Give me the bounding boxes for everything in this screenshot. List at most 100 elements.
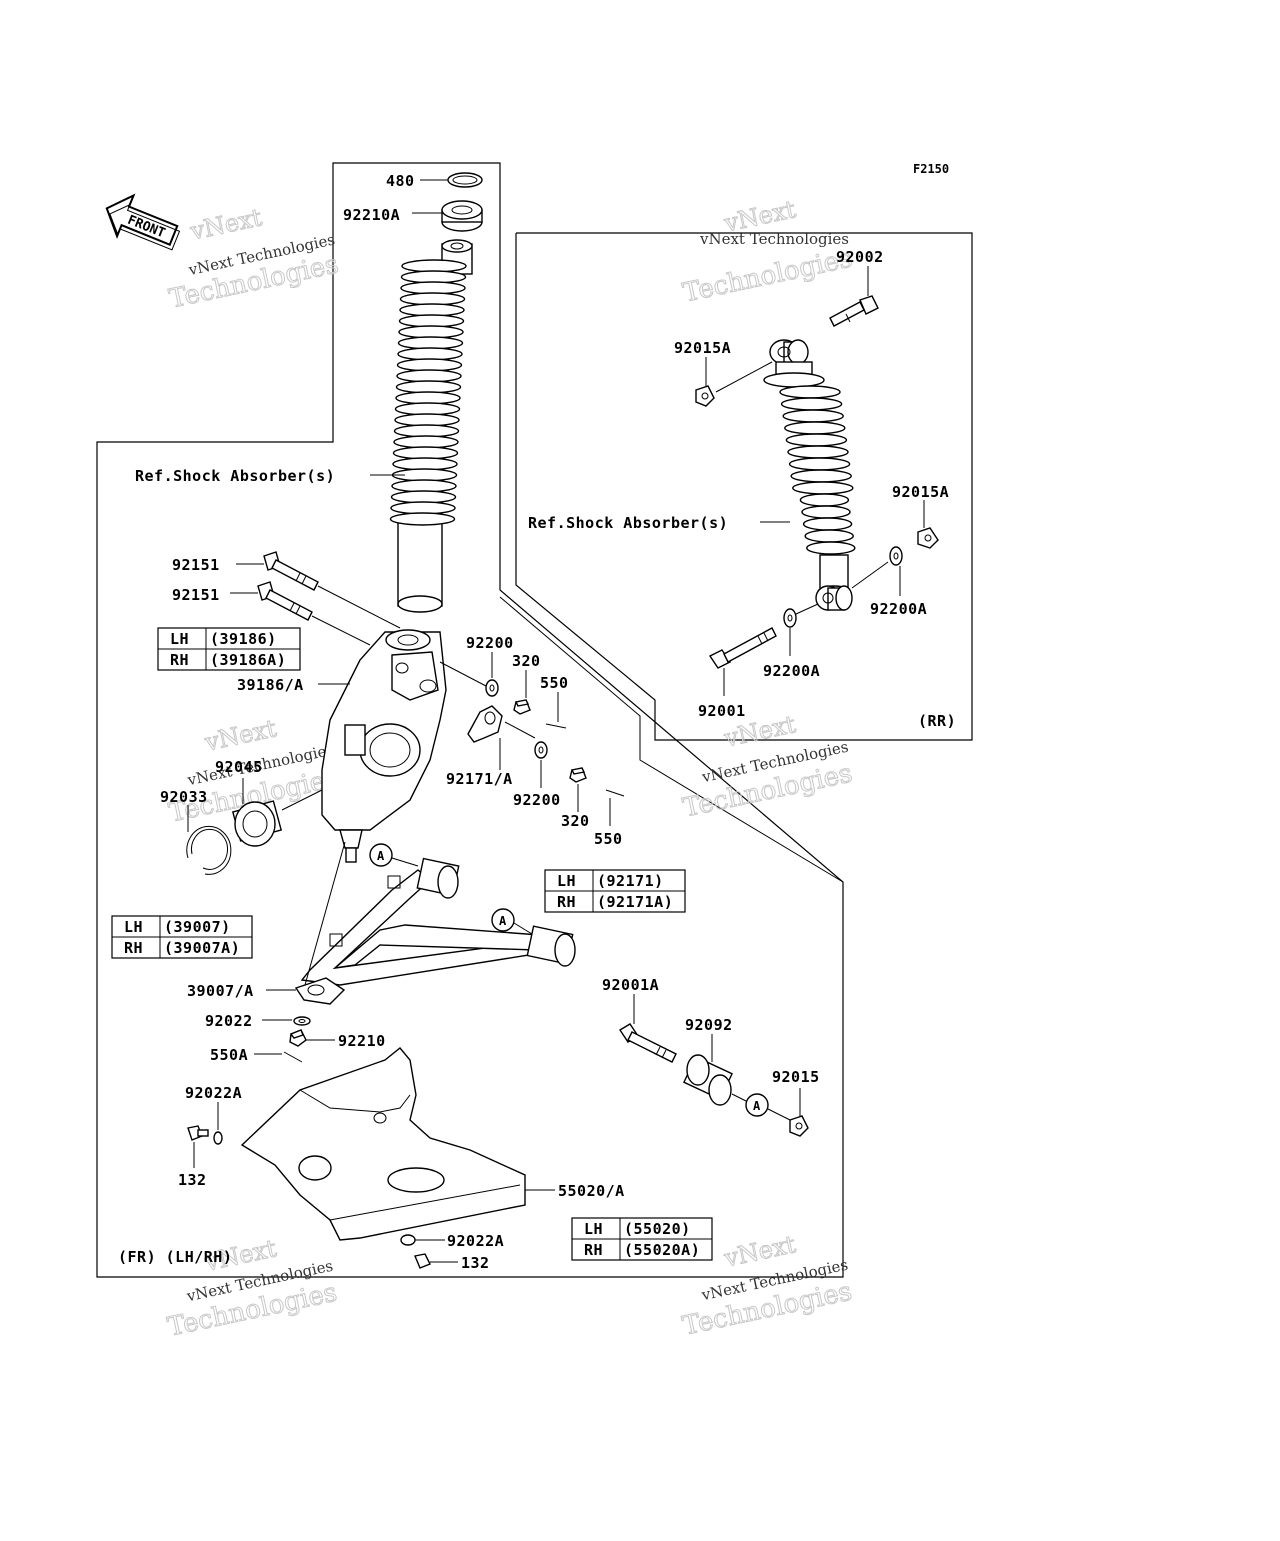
front-section-tag: (FR) (LH/RH) (118, 1248, 232, 1266)
shock-bellows (389, 259, 467, 526)
shock-coil-spring (779, 385, 856, 555)
svg-text:(39186A): (39186A) (210, 651, 286, 669)
front-arrow-icon: FRONT (105, 193, 181, 251)
label-92200A-left: 92200A (763, 662, 820, 680)
label-92001: 92001 (698, 702, 746, 720)
front-section-frame (96, 162, 844, 1278)
cotter-pin-550-lower[interactable] (605, 789, 625, 797)
label-92151-lower: 92151 (172, 586, 220, 604)
castle-nut-320-lower[interactable] (569, 767, 587, 783)
washer-92022A-right[interactable] (400, 1234, 416, 1246)
callout-A-bushing: A (745, 1093, 769, 1117)
rear-shock-absorber[interactable] (763, 339, 856, 611)
svg-text:A: A (377, 849, 385, 863)
wheel-bearing-92045[interactable] (231, 800, 283, 847)
bracket-92171[interactable] (467, 705, 503, 743)
label-132-left: 132 (178, 1171, 207, 1189)
rear-section-frame-left (515, 232, 973, 741)
watermark: vNext vNext Technologies Technologies (165, 1234, 341, 1344)
label-320-upper: 320 (512, 652, 541, 670)
snap-ring-480[interactable] (447, 172, 483, 188)
bushing-92092[interactable] (683, 1054, 733, 1106)
svg-text:(92171A): (92171A) (597, 893, 673, 911)
bolt-92001[interactable] (708, 627, 777, 669)
svg-text:RH: RH (557, 893, 576, 911)
nut-92015[interactable] (789, 1115, 809, 1137)
svg-text:A: A (753, 1099, 761, 1113)
washer-92200A-left[interactable] (783, 608, 797, 628)
label-92200A-right: 92200A (870, 600, 927, 618)
label-92002: 92002 (836, 248, 884, 266)
bolt-92151-lower[interactable] (257, 581, 313, 621)
callout-A-arm-top: A (369, 843, 393, 867)
label-550-lower: 550 (594, 830, 623, 848)
label-92022: 92022 (205, 1012, 253, 1030)
lower-a-arm-39007[interactable] (294, 857, 576, 1005)
washer-92200-lower[interactable] (534, 741, 548, 759)
label-rear-shock-ref: Ref.Shock Absorber(s) (528, 514, 728, 532)
svg-text:LH: LH (170, 630, 189, 648)
svg-text:(39007A): (39007A) (164, 939, 240, 957)
label-480: 480 (386, 172, 415, 190)
svg-text:(92171): (92171) (597, 872, 664, 890)
svg-text:LH: LH (124, 918, 143, 936)
watermark: vNext vNext Technologies Technologies (166, 203, 342, 315)
skid-plate-55020[interactable] (240, 1047, 526, 1241)
cotter-pin-550-upper[interactable] (545, 723, 567, 729)
washer-92022A-left[interactable] (213, 1131, 223, 1145)
washer-92022[interactable] (293, 1016, 311, 1026)
nut-92015A-lower[interactable] (917, 527, 939, 549)
circlip-92033[interactable] (186, 825, 232, 875)
label-320-lower: 320 (561, 812, 590, 830)
nut-92015A-upper[interactable] (695, 385, 715, 407)
label-92015A-lower: 92015A (892, 483, 949, 501)
label-550-upper: 550 (540, 674, 569, 692)
steering-knuckle-39186[interactable] (321, 629, 447, 863)
watermark-line: vNext Technologies (699, 230, 849, 248)
label-39007: 39007/A (187, 982, 254, 1000)
label-92015A-upper: 92015A (674, 339, 731, 357)
label-front-shock-ref: Ref.Shock Absorber(s) (135, 467, 335, 485)
washer-92200-upper[interactable] (485, 679, 499, 697)
front-shock-absorber[interactable] (389, 239, 473, 613)
watermark: vNext vNext Technologies Technologies (680, 710, 856, 825)
bolt-132-right[interactable] (414, 1253, 431, 1269)
variant-table-39007: LH (39007) RH (39007A) (111, 915, 253, 959)
label-132-right: 132 (461, 1254, 490, 1272)
variant-table-55020: LH (55020) RH (55020A) (571, 1217, 713, 1261)
svg-text:(55020): (55020) (624, 1220, 691, 1238)
figure-code: F2150 (913, 162, 949, 176)
svg-text:LH: LH (584, 1220, 603, 1238)
cotter-pin-550A[interactable] (283, 1051, 303, 1063)
svg-text:Technologies: Technologies (680, 244, 855, 309)
bolt-92151-upper[interactable] (263, 551, 319, 591)
callout-A-arm-mid: A (491, 908, 515, 932)
label-550A: 550A (210, 1046, 248, 1064)
label-92200-upper: 92200 (466, 634, 514, 652)
label-92092: 92092 (685, 1016, 733, 1034)
svg-text:A: A (499, 914, 507, 928)
label-92151-upper: 92151 (172, 556, 220, 574)
svg-text:(39007): (39007) (164, 918, 231, 936)
nut-92210A[interactable] (441, 200, 483, 232)
label-92022A-right: 92022A (447, 1232, 504, 1250)
svg-text:vNext: vNext (721, 1230, 799, 1273)
bolt-92001A[interactable] (619, 1023, 677, 1063)
label-92033: 92033 (160, 788, 208, 806)
svg-text:(55020A): (55020A) (624, 1241, 700, 1259)
label-92001A: 92001A (602, 976, 659, 994)
label-92171: 92171/A (446, 770, 513, 788)
label-92210A: 92210A (343, 206, 400, 224)
svg-text:(39186): (39186) (210, 630, 277, 648)
svg-text:RH: RH (124, 939, 143, 957)
label-55020: 55020/A (558, 1182, 625, 1200)
label-92015: 92015 (772, 1068, 820, 1086)
bolt-92002[interactable] (829, 295, 879, 327)
castle-nut-320-upper[interactable] (513, 699, 531, 715)
label-92210: 92210 (338, 1032, 386, 1050)
washer-92200A-right[interactable] (889, 546, 903, 566)
bolt-132-left[interactable] (187, 1125, 209, 1141)
castle-nut-92210[interactable] (289, 1029, 307, 1047)
